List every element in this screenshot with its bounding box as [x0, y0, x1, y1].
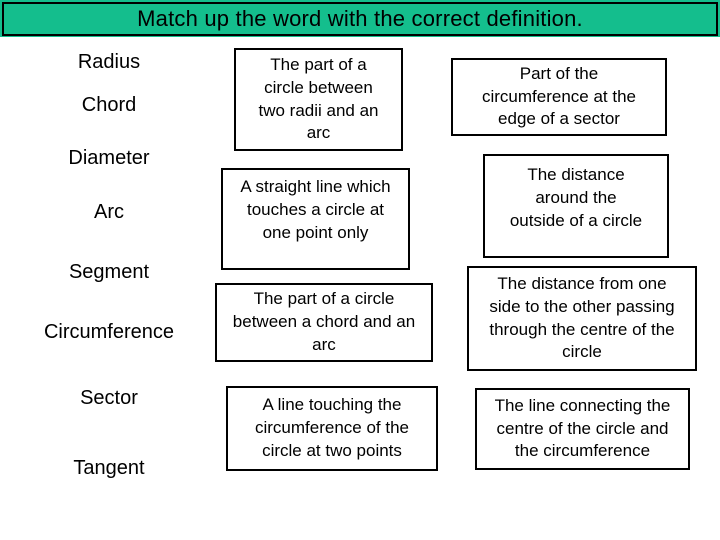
title-banner-background: Match up the word with the correct defin… [0, 0, 720, 37]
slide-title: Match up the word with the correct defin… [137, 6, 583, 31]
middle-definition-box-2[interactable]: A straight line which touches a circle a… [221, 168, 410, 270]
word-item-sector[interactable]: Sector [80, 387, 138, 409]
word-item-arc[interactable]: Arc [94, 201, 124, 223]
right-definition-box-3[interactable]: The distance from one side to the other … [467, 266, 697, 371]
right-definition-box-1[interactable]: Part of the circumference at the edge of… [451, 58, 667, 136]
word-item-radius[interactable]: Radius [77, 51, 141, 73]
word-item-diameter[interactable]: Diameter [68, 147, 150, 169]
middle-definition-box-3[interactable]: The part of a circle between a chord and… [215, 283, 433, 362]
word-item-tangent[interactable]: Tangent [73, 457, 145, 479]
right-definition-box-2[interactable]: The distance around the outside of a cir… [483, 154, 669, 258]
word-item-segment[interactable]: Segment [68, 261, 150, 283]
word-item-circumference[interactable]: Circumference [43, 321, 175, 343]
middle-definition-box-1[interactable]: The part of a circle between two radii a… [234, 48, 403, 151]
title-banner: Match up the word with the correct defin… [2, 2, 718, 36]
right-definition-box-4[interactable]: The line connecting the centre of the ci… [475, 388, 690, 470]
middle-definition-box-4[interactable]: A line touching the circumference of the… [226, 386, 438, 471]
word-item-chord[interactable]: Chord [81, 94, 137, 116]
